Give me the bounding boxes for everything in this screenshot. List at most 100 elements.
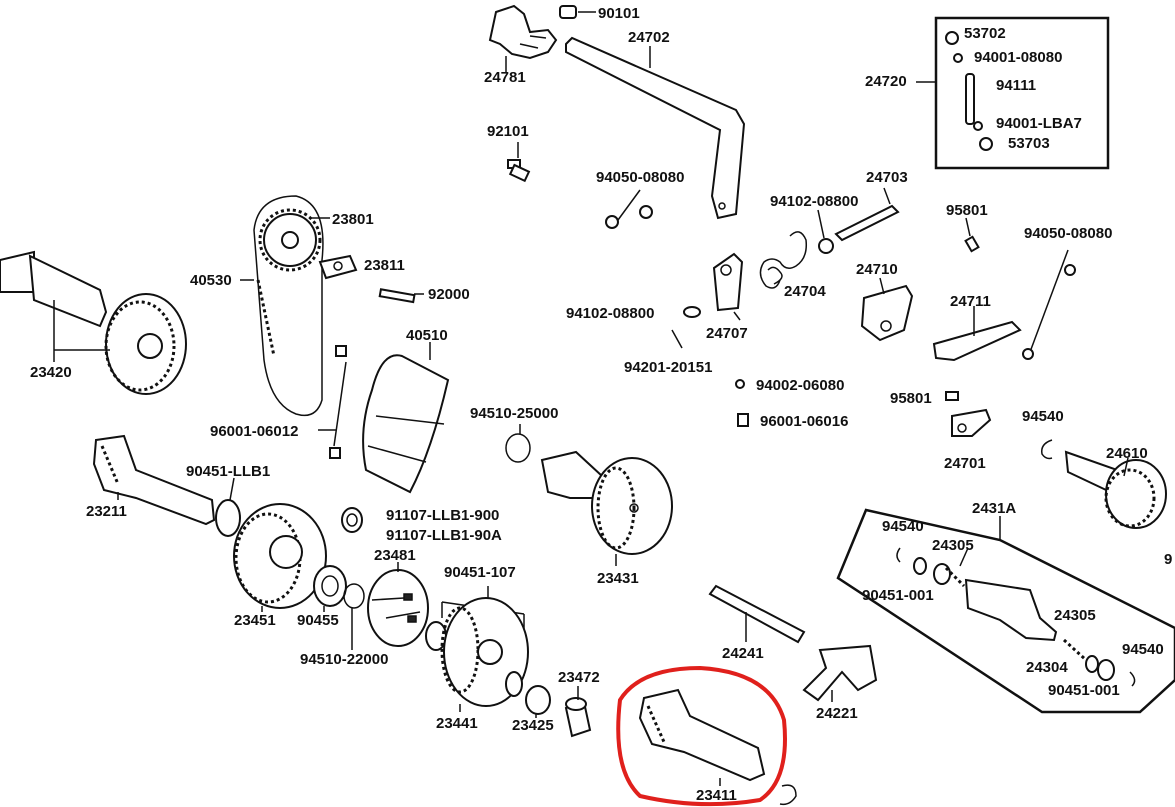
label-24781: 24781 — [484, 69, 526, 86]
gear-23451 — [233, 503, 327, 612]
label-24241: 24241 — [722, 645, 764, 662]
washer-90455 — [313, 565, 347, 612]
label-94540-c: 94540 — [1122, 641, 1164, 658]
label-24707: 24707 — [706, 325, 748, 342]
label-94050-08080-b: 94050-08080 — [1024, 225, 1112, 242]
label-53702: 53702 — [964, 25, 1006, 42]
label-24703: 24703 — [866, 169, 908, 186]
washer-94050-08080-a — [605, 189, 653, 229]
bracket-24710 — [860, 277, 914, 342]
clip-94510-25000 — [505, 424, 531, 463]
label-24610: 24610 — [1106, 445, 1148, 462]
label-95801-a: 95801 — [946, 202, 988, 219]
label-94510-25000: 94510-25000 — [470, 405, 558, 422]
pin-90101 — [559, 5, 596, 19]
label-23811: 23811 — [364, 257, 405, 274]
label-94001-08080: 94001-08080 — [974, 49, 1062, 66]
label-24711: 24711 — [950, 293, 991, 310]
shaft-24610 — [1064, 450, 1167, 529]
label-23441: 23441 — [436, 715, 478, 732]
label-90101: 90101 — [598, 5, 640, 22]
bolt-92101 — [507, 142, 531, 183]
label-90451-llb1: 90451-LLB1 — [186, 463, 270, 480]
sprocket-23801 — [258, 208, 330, 272]
label-24304: 24304 — [1026, 659, 1068, 676]
shaft-23420 — [0, 250, 187, 395]
bolt-96001-06016 — [737, 413, 749, 427]
label-23451: 23451 — [234, 612, 276, 629]
kick-pedal-24781 — [488, 4, 558, 72]
label-24305-b: 24305 — [1054, 607, 1096, 624]
rod-94050-08080-b — [1022, 249, 1076, 360]
label-92101: 92101 — [487, 123, 529, 140]
clutch-23481 — [367, 562, 429, 647]
label-94510-22000: 94510-22000 — [300, 651, 388, 668]
label-23472: 23472 — [558, 669, 600, 686]
label-40530: 40530 — [190, 272, 232, 289]
label-94540-b: 94540 — [882, 518, 924, 535]
lever-24701 — [951, 408, 992, 437]
bolt-92000 — [378, 288, 424, 304]
clip-94540-a — [1040, 439, 1053, 460]
washer-90451-llb1 — [215, 477, 241, 537]
bolt-95801-a — [964, 217, 980, 253]
lever-24711 — [932, 306, 1022, 362]
label-24720: 24720 — [865, 73, 907, 90]
washer-94102-08800-a — [817, 209, 834, 254]
chain-40530 — [240, 195, 324, 417]
kick-arm-24702 — [565, 36, 746, 220]
label-23420: 23420 — [30, 364, 72, 381]
shaft-23431 — [540, 450, 673, 566]
label-94050-08080-a: 94050-08080 — [596, 169, 684, 186]
label-94111: 94111 — [996, 77, 1036, 94]
washer-23425 — [505, 671, 523, 697]
spring-24704 — [759, 231, 808, 289]
label-94540-a: 94540 — [1022, 408, 1064, 425]
label-24710: 24710 — [856, 261, 898, 278]
shoe-40510 — [362, 342, 450, 494]
bushing-91107 — [341, 507, 363, 533]
label-24701: 24701 — [944, 455, 986, 472]
label-94201-20151: 94201-20151 — [624, 359, 712, 376]
label-23431: 23431 — [597, 570, 639, 587]
label-94102-08800-a: 94102-08800 — [770, 193, 858, 210]
bracket-23811 — [318, 254, 358, 280]
assembly-box-2431A — [836, 508, 1175, 714]
cam-24707 — [712, 252, 744, 321]
label-23425: 23425 — [512, 717, 554, 734]
part-labels: 90101 24702 24781 24720 53702 94001-0808… — [30, 5, 1172, 804]
label-23481: 23481 — [374, 547, 416, 564]
label-23211: 23211 — [86, 503, 127, 520]
label-2431a: 2431A — [972, 500, 1016, 517]
label-23801: 23801 — [332, 211, 374, 228]
label-90451-107: 90451-107 — [444, 564, 516, 581]
highlight-circle — [616, 665, 787, 807]
pin-94201-20151 — [671, 329, 683, 349]
label-90455: 90455 — [297, 612, 339, 629]
fork-24221 — [802, 644, 878, 702]
label-24702: 24702 — [628, 29, 670, 46]
label-53703: 53703 — [1008, 135, 1050, 152]
label-9-edge: 9 — [1164, 551, 1172, 568]
label-90451-001-a: 90451-001 — [862, 587, 934, 604]
label-95801-b: 95801 — [890, 390, 932, 407]
washer-94002-06080 — [735, 379, 745, 389]
shaft-23411 — [638, 688, 797, 806]
label-24305-a: 24305 — [932, 537, 974, 554]
label-91107-llb1-90a: 91107-LLB1-90A — [386, 527, 502, 544]
washer-94102-08800-b — [683, 306, 701, 318]
label-40510: 40510 — [406, 327, 448, 344]
label-96001-06016: 96001-06016 — [760, 413, 848, 430]
bushing-23425 — [525, 685, 551, 718]
label-94001-lba7: 94001-LBA7 — [996, 115, 1082, 132]
label-94102-08800-b: 94102-08800 — [566, 305, 654, 322]
assembly-box-24720 — [916, 16, 1110, 170]
clip-94510-22000 — [343, 583, 365, 650]
bolt-95801-b — [945, 391, 959, 401]
pin-24703 — [834, 187, 900, 242]
label-96001-06012: 96001-06012 — [210, 423, 298, 440]
label-90451-001-b: 90451-001 — [1048, 682, 1120, 699]
label-91107-llb1-900: 91107-LLB1-900 — [386, 507, 499, 524]
bushing-23472 — [564, 686, 592, 738]
